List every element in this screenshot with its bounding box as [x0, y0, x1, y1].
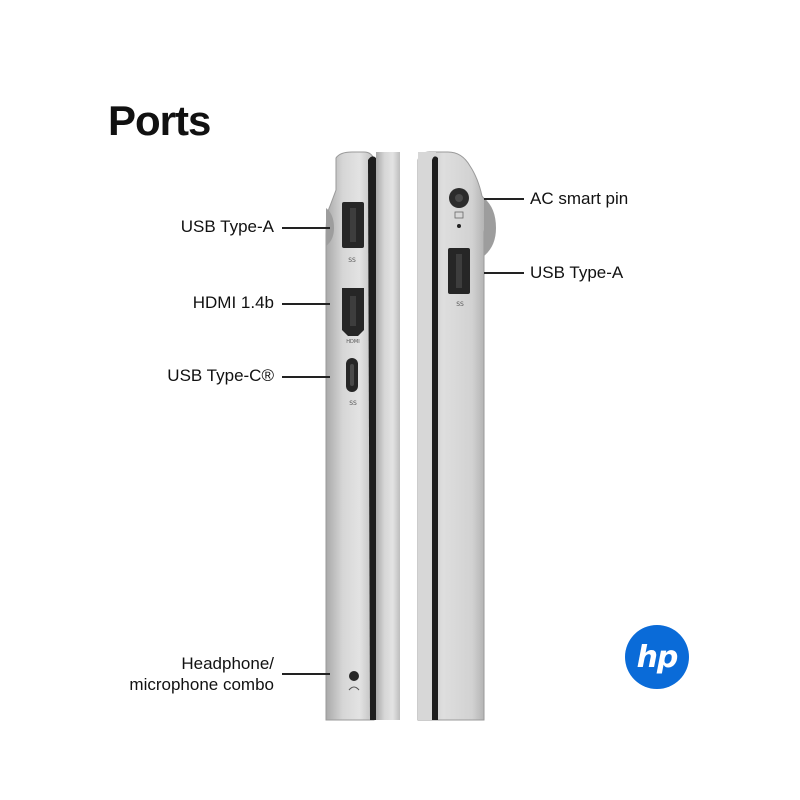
page-title: Ports	[108, 97, 211, 144]
hp-logo-text: hp	[636, 639, 679, 675]
ss-marking: SS	[348, 257, 356, 264]
leader-ac-pin	[484, 198, 524, 200]
ss-marking-c: SS	[349, 400, 357, 407]
left-side-view: SS HDMI SS	[325, 151, 400, 721]
label-headphone: Headphone/ microphone combo	[90, 653, 274, 695]
hp-logo: hp	[625, 625, 689, 689]
leader-hdmi	[282, 303, 330, 305]
label-usb-a-left: USB Type-A	[180, 217, 274, 236]
usb-a-port-right: SS	[448, 248, 470, 308]
ss-marking-right: SS	[456, 301, 464, 308]
label-headphone-line1: Headphone/	[181, 654, 274, 673]
usb-c-port: SS	[346, 358, 358, 407]
label-usb-c: USB Type-C®	[167, 366, 274, 385]
hdmi-port: HDMI	[342, 288, 364, 345]
right-side-view: SS	[417, 151, 496, 721]
hdmi-marking: HDMI	[346, 339, 359, 345]
headphone-jack	[348, 671, 360, 691]
leader-usb-a-left	[282, 227, 330, 229]
leader-headphone	[282, 673, 330, 675]
leader-usb-c	[282, 376, 330, 378]
usb-a-port-left: SS	[342, 202, 364, 264]
label-hdmi: HDMI 1.4b	[192, 293, 274, 312]
label-ac-pin: AC smart pin	[530, 189, 629, 208]
leader-usb-a-right	[484, 272, 524, 274]
ac-smart-pin-port	[449, 188, 469, 228]
label-headphone-line2: microphone combo	[129, 675, 274, 694]
label-usb-a-right: USB Type-A	[530, 263, 624, 282]
